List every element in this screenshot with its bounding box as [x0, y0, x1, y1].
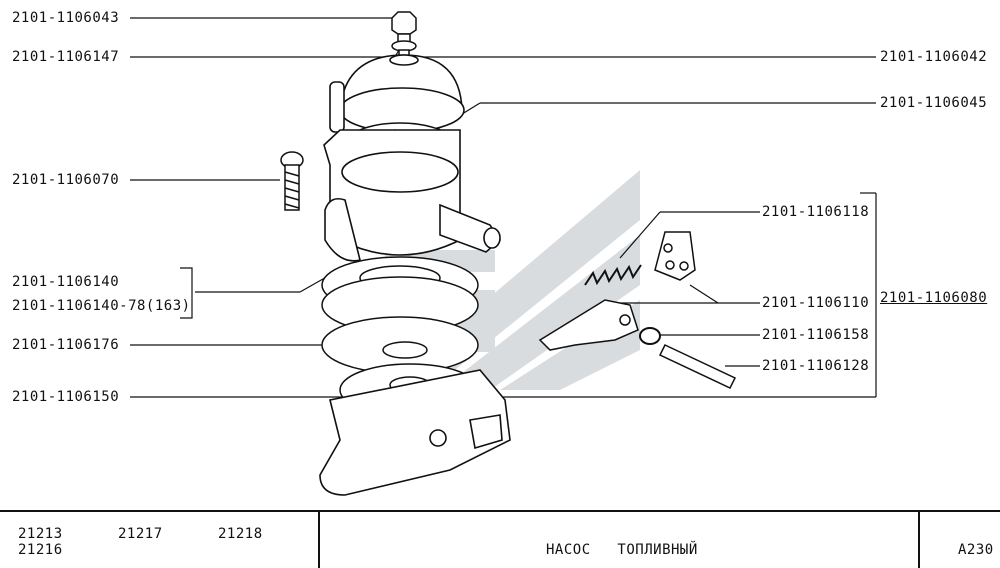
callout-gasket-a: 2101-1106140 — [12, 274, 120, 290]
callout-gasket-c: 2101-1106176 — [12, 337, 120, 353]
callout-lever: 2101-1106110 — [762, 295, 870, 311]
callout-washer: 2101-1106147 — [12, 49, 120, 65]
side-bolt — [280, 151, 304, 211]
drawing-code: A230 — [958, 542, 994, 558]
model-code-3: 21217 — [118, 526, 163, 542]
callout-valve: 2101-1106150 — [12, 389, 120, 405]
ring — [639, 327, 661, 345]
callout-bolt-side: 2101-1106070 — [12, 172, 120, 188]
spring — [584, 264, 642, 286]
callout-bolt: 2101-1106043 — [12, 10, 120, 26]
dome-cover — [339, 54, 465, 133]
callout-ring: 2101-1106158 — [762, 327, 870, 343]
fuel-pump-exploded-diagram — [130, 11, 877, 496]
pin — [658, 344, 737, 389]
pump-base — [319, 369, 511, 496]
callout-assembly: 2101-1106080 — [880, 290, 988, 306]
footer-divider-1 — [318, 512, 320, 568]
pump-body — [323, 81, 502, 262]
callout-gasket-b: 2101-1106140-78(163) — [12, 298, 191, 314]
drawing-title: НАСОС ТОПЛИВНЫЙ — [546, 542, 698, 558]
gasket-bracket — [180, 267, 193, 319]
title-block: 21213 21216 21217 21218 НАСОС ТОПЛИВНЫЙ … — [0, 510, 1000, 568]
model-code-1: 21213 — [18, 526, 63, 542]
callout-cover: 2101-1106042 — [880, 49, 988, 65]
footer-divider-2 — [918, 512, 920, 568]
leader-lines — [130, 17, 877, 398]
callout-spring: 2101-1106118 — [762, 204, 870, 220]
callout-pin: 2101-1106128 — [762, 358, 870, 374]
callout-filter: 2101-1106045 — [880, 95, 988, 111]
cam-plate — [654, 231, 696, 281]
lever-arm — [538, 299, 639, 351]
model-code-2: 21216 — [18, 542, 63, 558]
model-code-4: 21218 — [218, 526, 263, 542]
